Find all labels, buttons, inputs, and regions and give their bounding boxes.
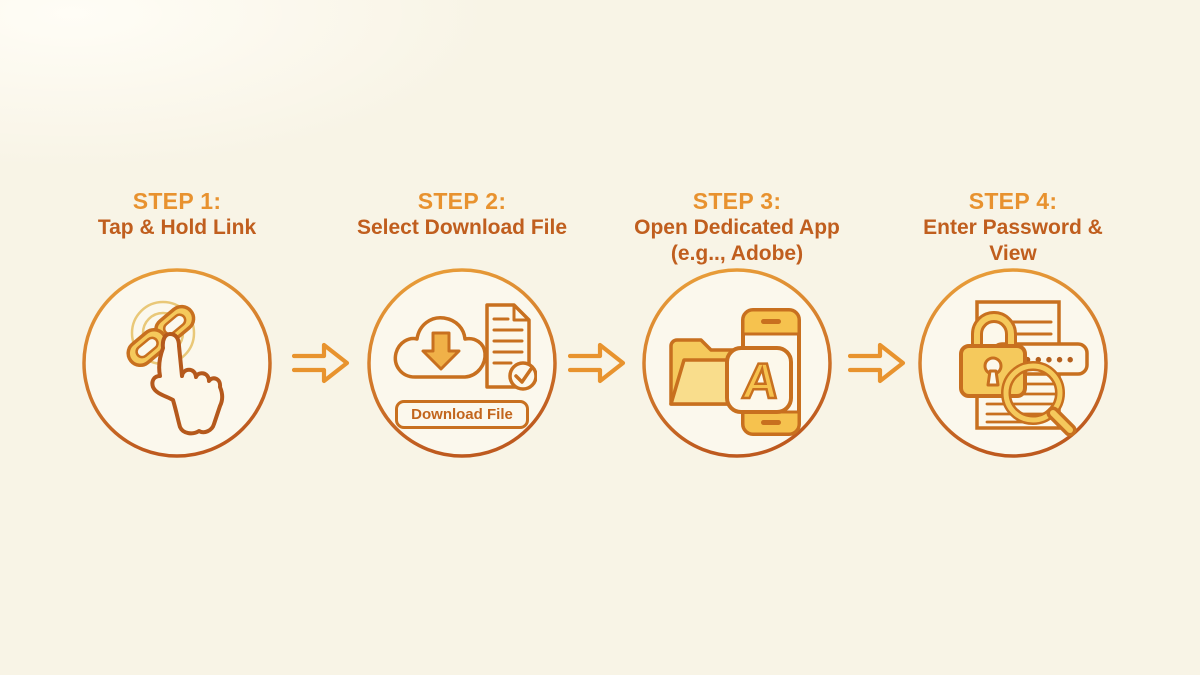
step-2: STEP 2: Select Download File bbox=[337, 176, 587, 459]
step-3-subtitle-line1: Open Dedicated App bbox=[634, 216, 840, 239]
cloud-download-document-icon bbox=[393, 303, 537, 391]
download-arrow-icon bbox=[421, 331, 461, 371]
step-4: STEP 4: Enter Password & View bbox=[888, 176, 1138, 459]
magnifier-icon bbox=[1001, 361, 1077, 437]
check-badge-icon bbox=[508, 361, 537, 391]
app-tile-icon: A bbox=[725, 346, 793, 414]
tap-hold-link-icon bbox=[126, 300, 225, 436]
step-2-title: STEP 2: bbox=[417, 188, 507, 214]
pointing-hand-icon bbox=[150, 332, 225, 436]
step-2-icon-wrap: Download File bbox=[366, 267, 558, 459]
step-4-subtitle-line1: Enter Password & bbox=[923, 216, 1103, 239]
app-letter: A bbox=[740, 353, 782, 409]
document-lines-icon bbox=[492, 317, 524, 365]
cloud-icon bbox=[393, 316, 487, 379]
arrow-right-icon-3 bbox=[848, 342, 906, 384]
step-3-subtitle-line2: (e.g.., Adobe) bbox=[670, 242, 804, 265]
step-2-titles: STEP 2: Select Download File bbox=[357, 188, 567, 267]
step-1-titles: STEP 1: Tap & Hold Link bbox=[98, 188, 256, 267]
lock-document-magnifier-icon: ••••••• bbox=[959, 300, 1089, 437]
step-1-title: STEP 1: bbox=[132, 188, 222, 214]
step-4-icon-wrap: ••••••• bbox=[917, 267, 1109, 459]
step-1-subtitle: Tap & Hold Link bbox=[97, 216, 257, 239]
step-1-circle bbox=[81, 267, 273, 459]
arrow-right-icon-2 bbox=[568, 342, 626, 384]
chain-link-icon bbox=[126, 304, 196, 368]
step-3-circle: A bbox=[641, 267, 833, 459]
step-1: STEP 1: Tap & Hold Link bbox=[52, 176, 302, 459]
step-3-title: STEP 3: bbox=[692, 188, 782, 214]
document-fold-icon bbox=[512, 305, 529, 322]
folder-phone-app-icon: A bbox=[669, 308, 801, 436]
step-3-icon-wrap: A bbox=[641, 267, 833, 459]
check-mark-icon bbox=[514, 367, 533, 384]
step-4-subtitle-line2: View bbox=[989, 242, 1037, 265]
step-2-subtitle: Select Download File bbox=[356, 216, 568, 239]
download-file-button: Download File bbox=[395, 400, 529, 429]
step-1-icon-wrap bbox=[81, 267, 273, 459]
step-3: STEP 3: Open Dedicated App (e.g.., Adobe… bbox=[612, 176, 862, 459]
step-4-titles: STEP 4: Enter Password & View bbox=[923, 188, 1103, 267]
arrow-right-icon-1 bbox=[292, 342, 350, 384]
step-4-circle: ••••••• bbox=[917, 267, 1109, 459]
step-4-title: STEP 4: bbox=[968, 188, 1058, 214]
step-2-circle: Download File bbox=[366, 267, 558, 459]
padlock-icon bbox=[959, 311, 1027, 398]
step-3-titles: STEP 3: Open Dedicated App (e.g.., Adobe… bbox=[634, 188, 840, 267]
